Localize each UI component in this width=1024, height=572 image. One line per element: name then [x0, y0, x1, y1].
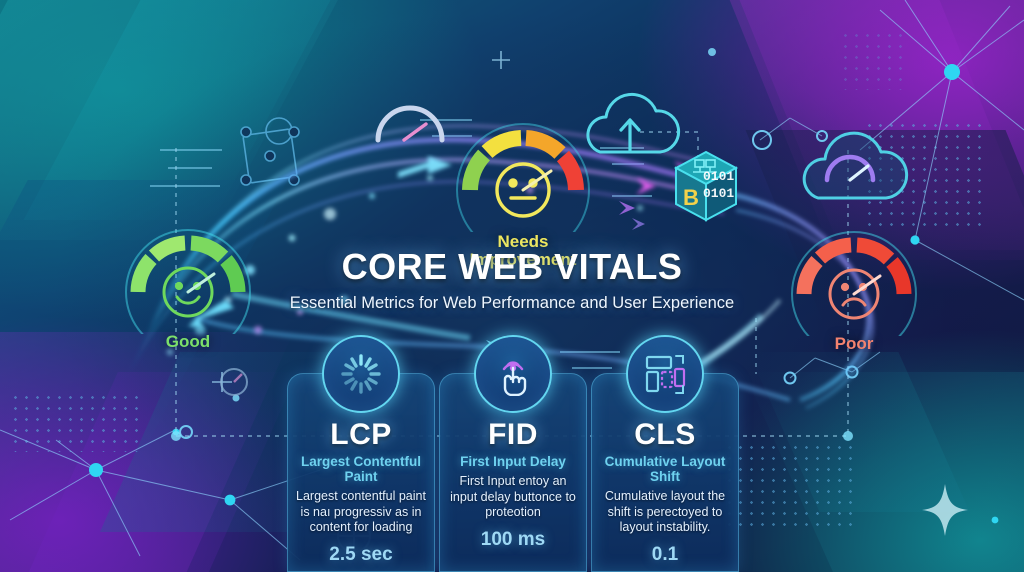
- metric-full-name: First Input Delay: [460, 454, 566, 469]
- cloud-upload-icon: [586, 92, 681, 154]
- loading-spinner-icon: [322, 335, 400, 413]
- metric-value: 100 ms: [480, 528, 546, 550]
- binary-text-top: 0101: [703, 169, 734, 184]
- tap-hand-icon: [474, 335, 552, 413]
- metric-abbr: LCP: [330, 418, 392, 451]
- data-cube-icon: B: [673, 150, 739, 222]
- gauge-needs-dial: [456, 123, 590, 257]
- gauge-poor-label: Poor: [834, 334, 874, 353]
- metric-full-name: Cumulative Layout Shift: [604, 454, 726, 484]
- cloud-speedometer-icon: [802, 131, 909, 200]
- metric-card-cls[interactable]: CLS Cumulative Layout Shift Cumulative l…: [591, 335, 739, 572]
- metric-value: 0.1: [651, 543, 679, 565]
- sparkle-icon: [922, 484, 968, 536]
- metric-card-lcp[interactable]: LCP Largest Contentful Paint Largest con…: [287, 335, 435, 572]
- metric-abbr: CLS: [634, 418, 696, 451]
- metric-value: 2.5 sec: [329, 543, 393, 565]
- binary-text-bottom: 0101: [703, 186, 734, 201]
- metric-card-fid[interactable]: FID First Input Delay First Input entoy …: [439, 335, 587, 572]
- metric-description: First Input entoy an input delay buttonc…: [450, 474, 576, 520]
- page-subtitle: Essential Metrics for Web Performance an…: [289, 294, 735, 312]
- metric-description: Largest contentful paint is naı progress…: [296, 489, 426, 535]
- svg-text:B: B: [683, 185, 699, 210]
- small-gauge-icon: [220, 368, 248, 396]
- layout-shift-icon: [626, 335, 704, 413]
- speedometer-icon: [375, 105, 445, 143]
- metric-abbr: FID: [488, 418, 538, 451]
- page-title: CORE WEB VITALS: [341, 246, 683, 287]
- gauge-good-label: Good: [165, 332, 211, 351]
- metric-description: Cumulative layout the shift is рerectoye…: [604, 489, 726, 535]
- metric-full-name: Largest Contentful Paint: [301, 454, 421, 484]
- metric-cards: LCP Largest Contentful Paint Largest con…: [287, 335, 739, 572]
- headline-block: CORE WEB VITALS Essential Metrics for We…: [0, 246, 1024, 313]
